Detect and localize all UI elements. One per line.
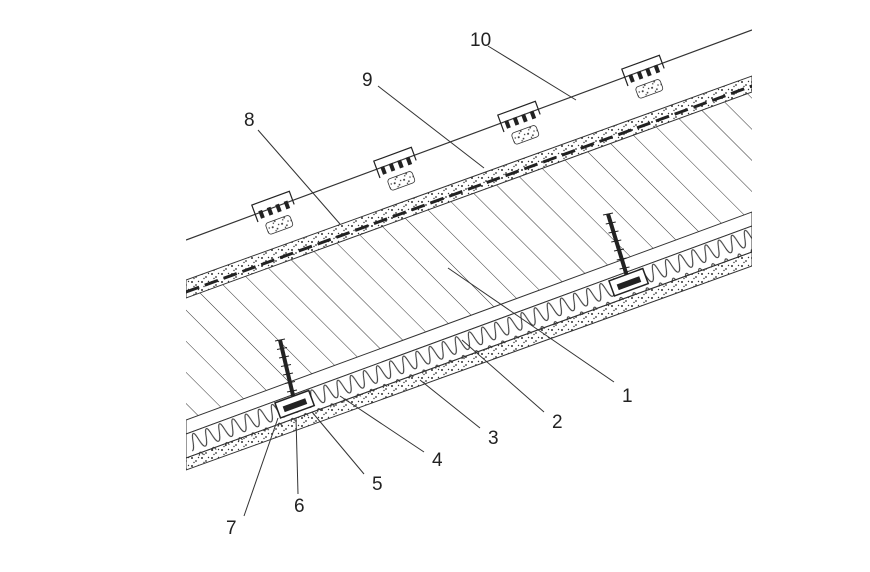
tile-bracket [251, 190, 295, 235]
structural-layer [186, 92, 752, 420]
anchor [274, 338, 316, 419]
tile-bracket [373, 146, 417, 191]
callout-7: 7 [226, 518, 237, 539]
membrane-line [186, 84, 752, 294]
bottom-screed-layer [186, 251, 752, 471]
callout-9: 9 [362, 70, 373, 91]
callout-6: 6 [294, 496, 305, 517]
callout-4: 4 [432, 450, 443, 471]
callout-1: 1 [622, 386, 633, 407]
anchor [602, 212, 650, 297]
anchor-fixings [274, 212, 650, 419]
upper-screed-layer [186, 75, 752, 299]
callout-3: 3 [488, 428, 499, 449]
tile-bracket [497, 100, 541, 145]
callout-8: 8 [244, 110, 255, 131]
callout-5: 5 [372, 474, 383, 495]
leader-lines [243, 45, 615, 517]
roof-top-line [186, 29, 752, 241]
tile-bracket [621, 54, 665, 99]
callout-10: 10 [470, 30, 491, 51]
roof-tile-brackets [251, 54, 665, 235]
callout-2: 2 [552, 412, 563, 433]
lower-board-layer [186, 211, 752, 435]
